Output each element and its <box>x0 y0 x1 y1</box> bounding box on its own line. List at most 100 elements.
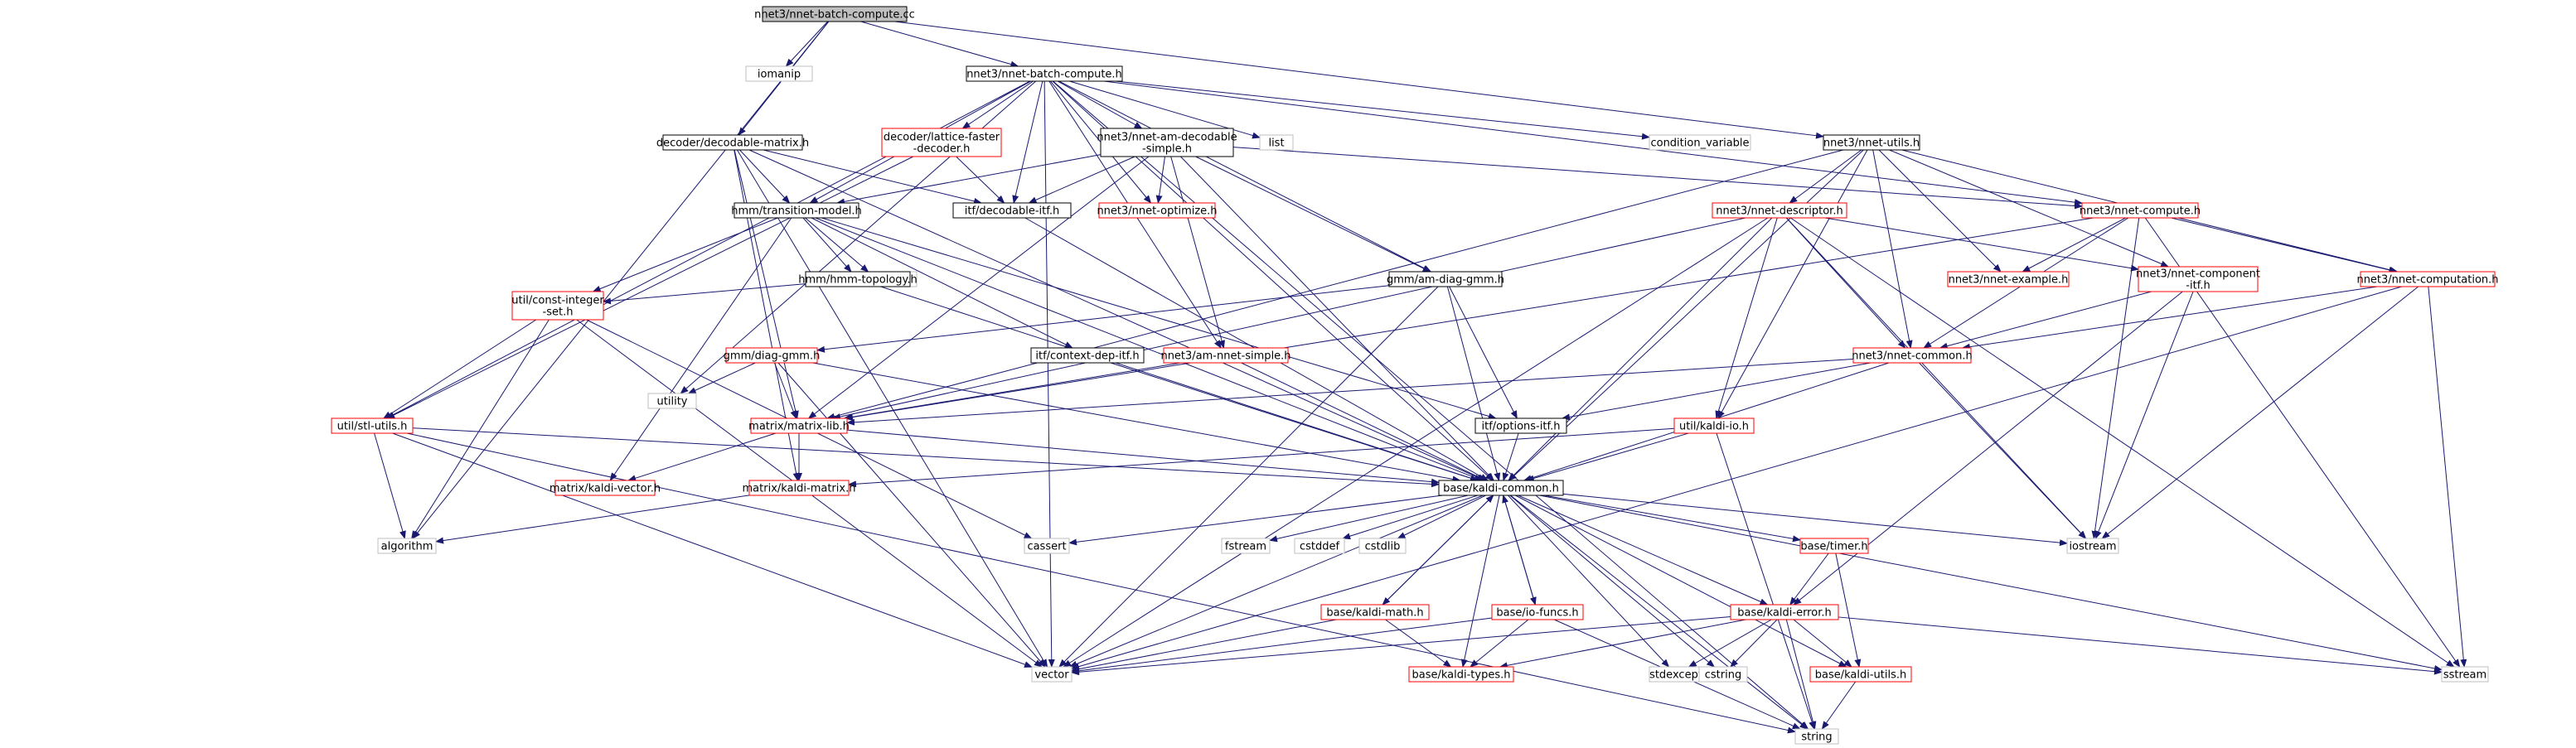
edge-topo-to-constint <box>603 283 806 305</box>
node-iofuncs[interactable]: base/io-funcs.h <box>1491 604 1584 620</box>
edge-kcommon-to-timer <box>1543 495 1801 543</box>
node-kutils[interactable]: base/kaldi-utils.h <box>1809 666 1912 683</box>
edge-trans-to-constint <box>592 217 778 292</box>
edges-layer <box>374 21 2467 734</box>
node-kvec[interactable]: matrix/kaldi-vector.h <box>550 480 661 496</box>
node-box <box>554 480 656 496</box>
node-constint[interactable]: util/const-integer-set.h <box>511 291 604 321</box>
edge-kcommon-to-fstream <box>1269 495 1469 543</box>
edge-root-to-iomanip <box>785 21 828 67</box>
node-diaggmm[interactable]: gmm/diag-gmm.h <box>724 347 821 364</box>
edge-ncomputation-to-ncommon <box>1961 286 2378 350</box>
node-label: nnet3/nnet-common.h <box>1852 350 1972 363</box>
node-label: -simple.h <box>1142 143 1192 156</box>
node-timer[interactable]: base/timer.h <box>1799 538 1869 554</box>
node-box <box>750 417 848 434</box>
edge-kerror-to-cstring <box>1730 619 1778 668</box>
node-box <box>377 538 437 554</box>
node-box <box>1947 271 2070 287</box>
node-label: util/kaldi-io.h <box>1679 421 1749 433</box>
node-stlutils[interactable]: util/stl-utils.h <box>331 417 414 434</box>
node-label: util/stl-utils.h <box>337 421 408 433</box>
edge-amdec-to-trans <box>836 154 1102 205</box>
node-ncompute[interactable]: nnet3/nnet-compute.h <box>2080 202 2201 219</box>
node-box <box>1438 480 1564 496</box>
node-trans[interactable]: hmm/transition-model.h <box>731 202 862 219</box>
node-label: iostream <box>2069 541 2116 553</box>
node-kcommon[interactable]: base/kaldi-common.h <box>1438 480 1564 496</box>
edge-iofuncs-to-kcommon <box>1502 495 1536 606</box>
node-kmath[interactable]: base/kaldi-math.h <box>1320 604 1430 620</box>
node-utility: utility <box>647 393 697 409</box>
node-label: nnet3/nnet-optimize.h <box>1097 205 1217 218</box>
node-kaldiio[interactable]: util/kaldi-io.h <box>1673 417 1755 434</box>
node-matlib[interactable]: matrix/matrix-lib.h <box>748 417 850 434</box>
node-kmat[interactable]: matrix/kaldi-matrix.h <box>743 480 856 496</box>
node-box <box>762 6 908 22</box>
node-amdiag[interactable]: gmm/am-diag-gmm.h <box>1387 271 1504 287</box>
node-amdec[interactable]: nnet3/nnet-am-decodable-simple.h <box>1097 128 1237 157</box>
node-box <box>331 417 414 434</box>
node-label: string <box>1801 731 1832 744</box>
node-ncommon[interactable]: nnet3/nnet-common.h <box>1852 347 1973 364</box>
node-nexample[interactable]: nnet3/nnet-example.h <box>1947 271 2070 287</box>
node-box <box>734 202 859 219</box>
node-ncomputation[interactable]: nnet3/nnet-computation.h <box>2356 271 2499 287</box>
node-box <box>1799 538 1869 554</box>
edge-nbch-to-amdec <box>1057 80 1143 129</box>
node-optitf[interactable]: itf/options-itf.h <box>1474 417 1567 434</box>
edge-kerror-to-string <box>1785 619 1817 730</box>
node-box <box>1320 604 1430 620</box>
edge-decmat-to-kcommon <box>748 149 1485 481</box>
edge-root-to-algorithm <box>412 21 830 539</box>
edge-kaldiio-to-kmat <box>848 427 1675 488</box>
node-decitf[interactable]: itf/decodable-itf.h <box>952 202 1072 219</box>
edge-kcommon-to-cstddef <box>1342 495 1478 540</box>
node-nopt[interactable]: nnet3/nnet-optimize.h <box>1097 202 1218 219</box>
edge-diaggmm-to-matlib <box>774 362 797 419</box>
node-label: nnet3/nnet-computation.h <box>2356 274 2498 287</box>
node-decmat[interactable]: decoder/decodable-matrix.h <box>656 134 809 151</box>
edge-stlutils-to-algorithm <box>374 432 406 539</box>
node-nutils[interactable]: nnet3/nnet-utils.h <box>1823 134 1920 151</box>
edge-trans-to-optitf <box>821 217 1497 420</box>
edge-kcommon-to-stdexcept <box>1508 495 1670 668</box>
node-box <box>1358 538 1407 554</box>
edge-kcommon-to-iostream <box>1562 493 2068 547</box>
node-label: sstream <box>2443 669 2486 682</box>
node-box <box>748 480 850 496</box>
node-root[interactable]: nnet3/nnet-batch-compute.cc <box>754 6 915 22</box>
node-lattice[interactable]: decoder/lattice-faster-decoder.h <box>881 128 1002 157</box>
edge-topo-to-kcommon <box>880 286 1479 482</box>
node-label: matrix/kaldi-matrix.h <box>743 483 856 495</box>
edge-nbch-to-string <box>1053 80 1809 730</box>
node-box <box>1408 666 1514 683</box>
node-kerror[interactable]: base/kaldi-error.h <box>1730 604 1839 620</box>
node-nbch[interactable]: nnet3/nnet-batch-compute.h <box>966 65 1123 82</box>
node-label: cstddef <box>1300 541 1340 553</box>
node-amnnet[interactable]: nnet3/am-nnet-simple.h <box>1160 347 1291 364</box>
node-box <box>1712 202 1847 219</box>
node-topo[interactable]: hmm/hmm-topology.h <box>798 271 918 287</box>
edge-amdec-to-matlib <box>807 156 1150 419</box>
node-label: util/const-integer <box>511 295 604 307</box>
node-box <box>745 65 813 82</box>
node-ncomp[interactable]: nnet3/nnet-component-itf.h <box>2136 266 2260 292</box>
node-ctxdep[interactable]: itf/context-dep-itf.h <box>1030 347 1145 364</box>
node-cstring: cstring <box>1698 666 1748 683</box>
edge-amdec-to-amdiag <box>1195 156 1431 273</box>
node-ndesc[interactable]: nnet3/nnet-descriptor.h <box>1712 202 1847 219</box>
node-label: cassert <box>1027 541 1066 553</box>
node-label: base/kaldi-error.h <box>1737 607 1831 620</box>
edge-amdiag-to-optitf <box>1449 286 1518 419</box>
node-box <box>952 202 1072 219</box>
node-label: base/kaldi-utils.h <box>1815 669 1907 682</box>
edge-trans-to-topo <box>802 217 852 273</box>
node-label: vector <box>1034 669 1069 682</box>
edge-ndesc-to-ncomp <box>1824 217 2139 272</box>
edge-ncomputation-to-vector <box>1071 286 2402 670</box>
node-ktypes[interactable]: base/kaldi-types.h <box>1408 666 1514 683</box>
edge-stlutils-to-string <box>406 432 1796 734</box>
edge-nbch-to-ncompute <box>1104 80 2083 206</box>
node-label: base/kaldi-math.h <box>1326 607 1423 620</box>
